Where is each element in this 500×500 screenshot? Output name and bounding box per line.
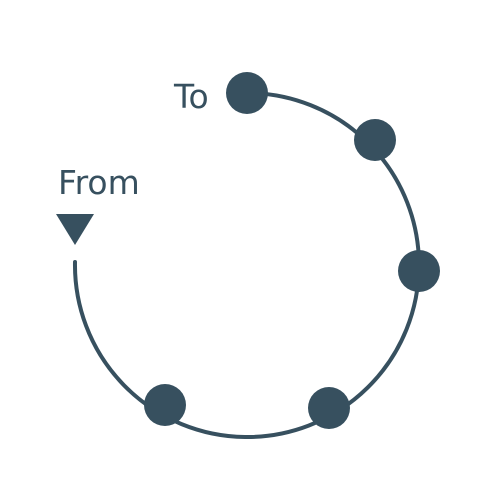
node — [354, 119, 396, 161]
node-group — [144, 72, 440, 429]
node — [144, 384, 186, 426]
from-label: From — [58, 163, 140, 202]
to-label: To — [173, 77, 209, 116]
node — [398, 250, 440, 292]
node — [308, 387, 350, 429]
node-to — [226, 72, 268, 114]
from-arrow-icon — [56, 214, 94, 245]
